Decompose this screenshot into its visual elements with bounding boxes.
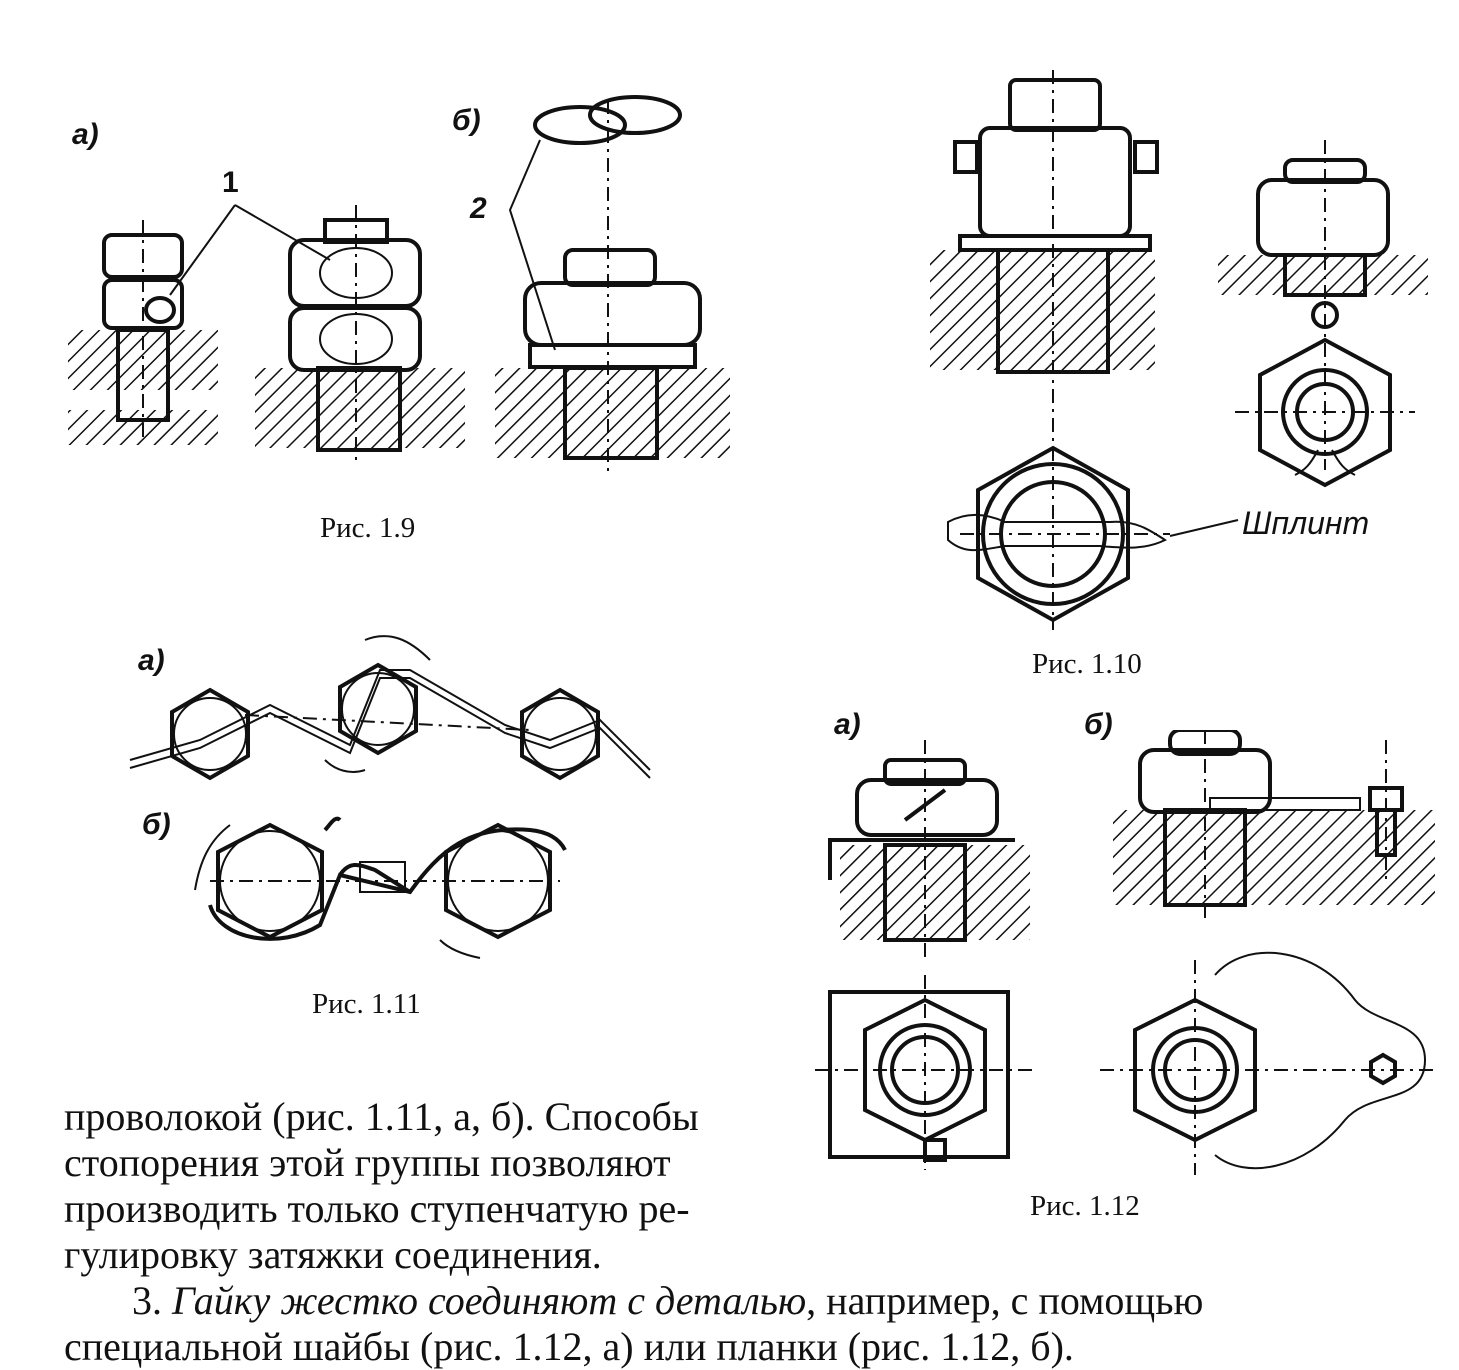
fig-1-9-caption: Рис. 1.9 (320, 512, 416, 544)
fig-1-9-label-b: б) (452, 104, 481, 137)
fig-1-12-label-a: а) (834, 708, 861, 741)
paragraph-line: 3. Гайку жестко соединяют с деталью, нап… (64, 1278, 1203, 1324)
fig-1-11-label-a: а) (138, 644, 165, 677)
fig-1-12-label-b: б) (1084, 708, 1113, 741)
paragraph-fragment: , например, с помощью (806, 1278, 1204, 1323)
paragraph-line: стопорения этой группы позволяют (64, 1140, 671, 1185)
fig-1-10-callout-shplint: Шплинт (1242, 505, 1370, 541)
body-paragraph-2: 3. Гайку жестко соединяют с деталью, нап… (64, 1278, 1203, 1370)
body-paragraph-1: проволокой (рис. 1.11, а, б). Способы ст… (64, 1094, 699, 1278)
item-number: 3. (132, 1278, 172, 1323)
fig-1-11-label-b: б) (142, 808, 171, 841)
paragraph-line: специальной шайбы (рис. 1.12, а) или пла… (64, 1324, 1074, 1369)
fig-1-12-caption: Рис. 1.12 (1030, 1190, 1140, 1222)
paragraph-line: проволокой (рис. 1.11, а, б). Способы (64, 1094, 699, 1139)
fig-1-10-caption: Рис. 1.10 (1032, 648, 1142, 680)
fig-1-9-callout-2: 2 (470, 192, 487, 225)
fig-1-11-drawing (110, 630, 670, 970)
fig-1-9-drawing (60, 80, 740, 480)
paragraph-line: гулировку затяжки соединения. (64, 1232, 602, 1277)
fig-1-9-callout-1: 1 (222, 166, 239, 199)
fig-1-10-drawing (920, 70, 1445, 630)
fig-1-9-label-a: а) (72, 118, 99, 151)
emphasis-text: Гайку жестко соединяют с деталью (172, 1278, 807, 1323)
paragraph-line: производить только ступенчатую ре- (64, 1186, 690, 1231)
fig-1-11-caption: Рис. 1.11 (312, 988, 421, 1020)
fig-1-12-drawing (815, 730, 1450, 1190)
